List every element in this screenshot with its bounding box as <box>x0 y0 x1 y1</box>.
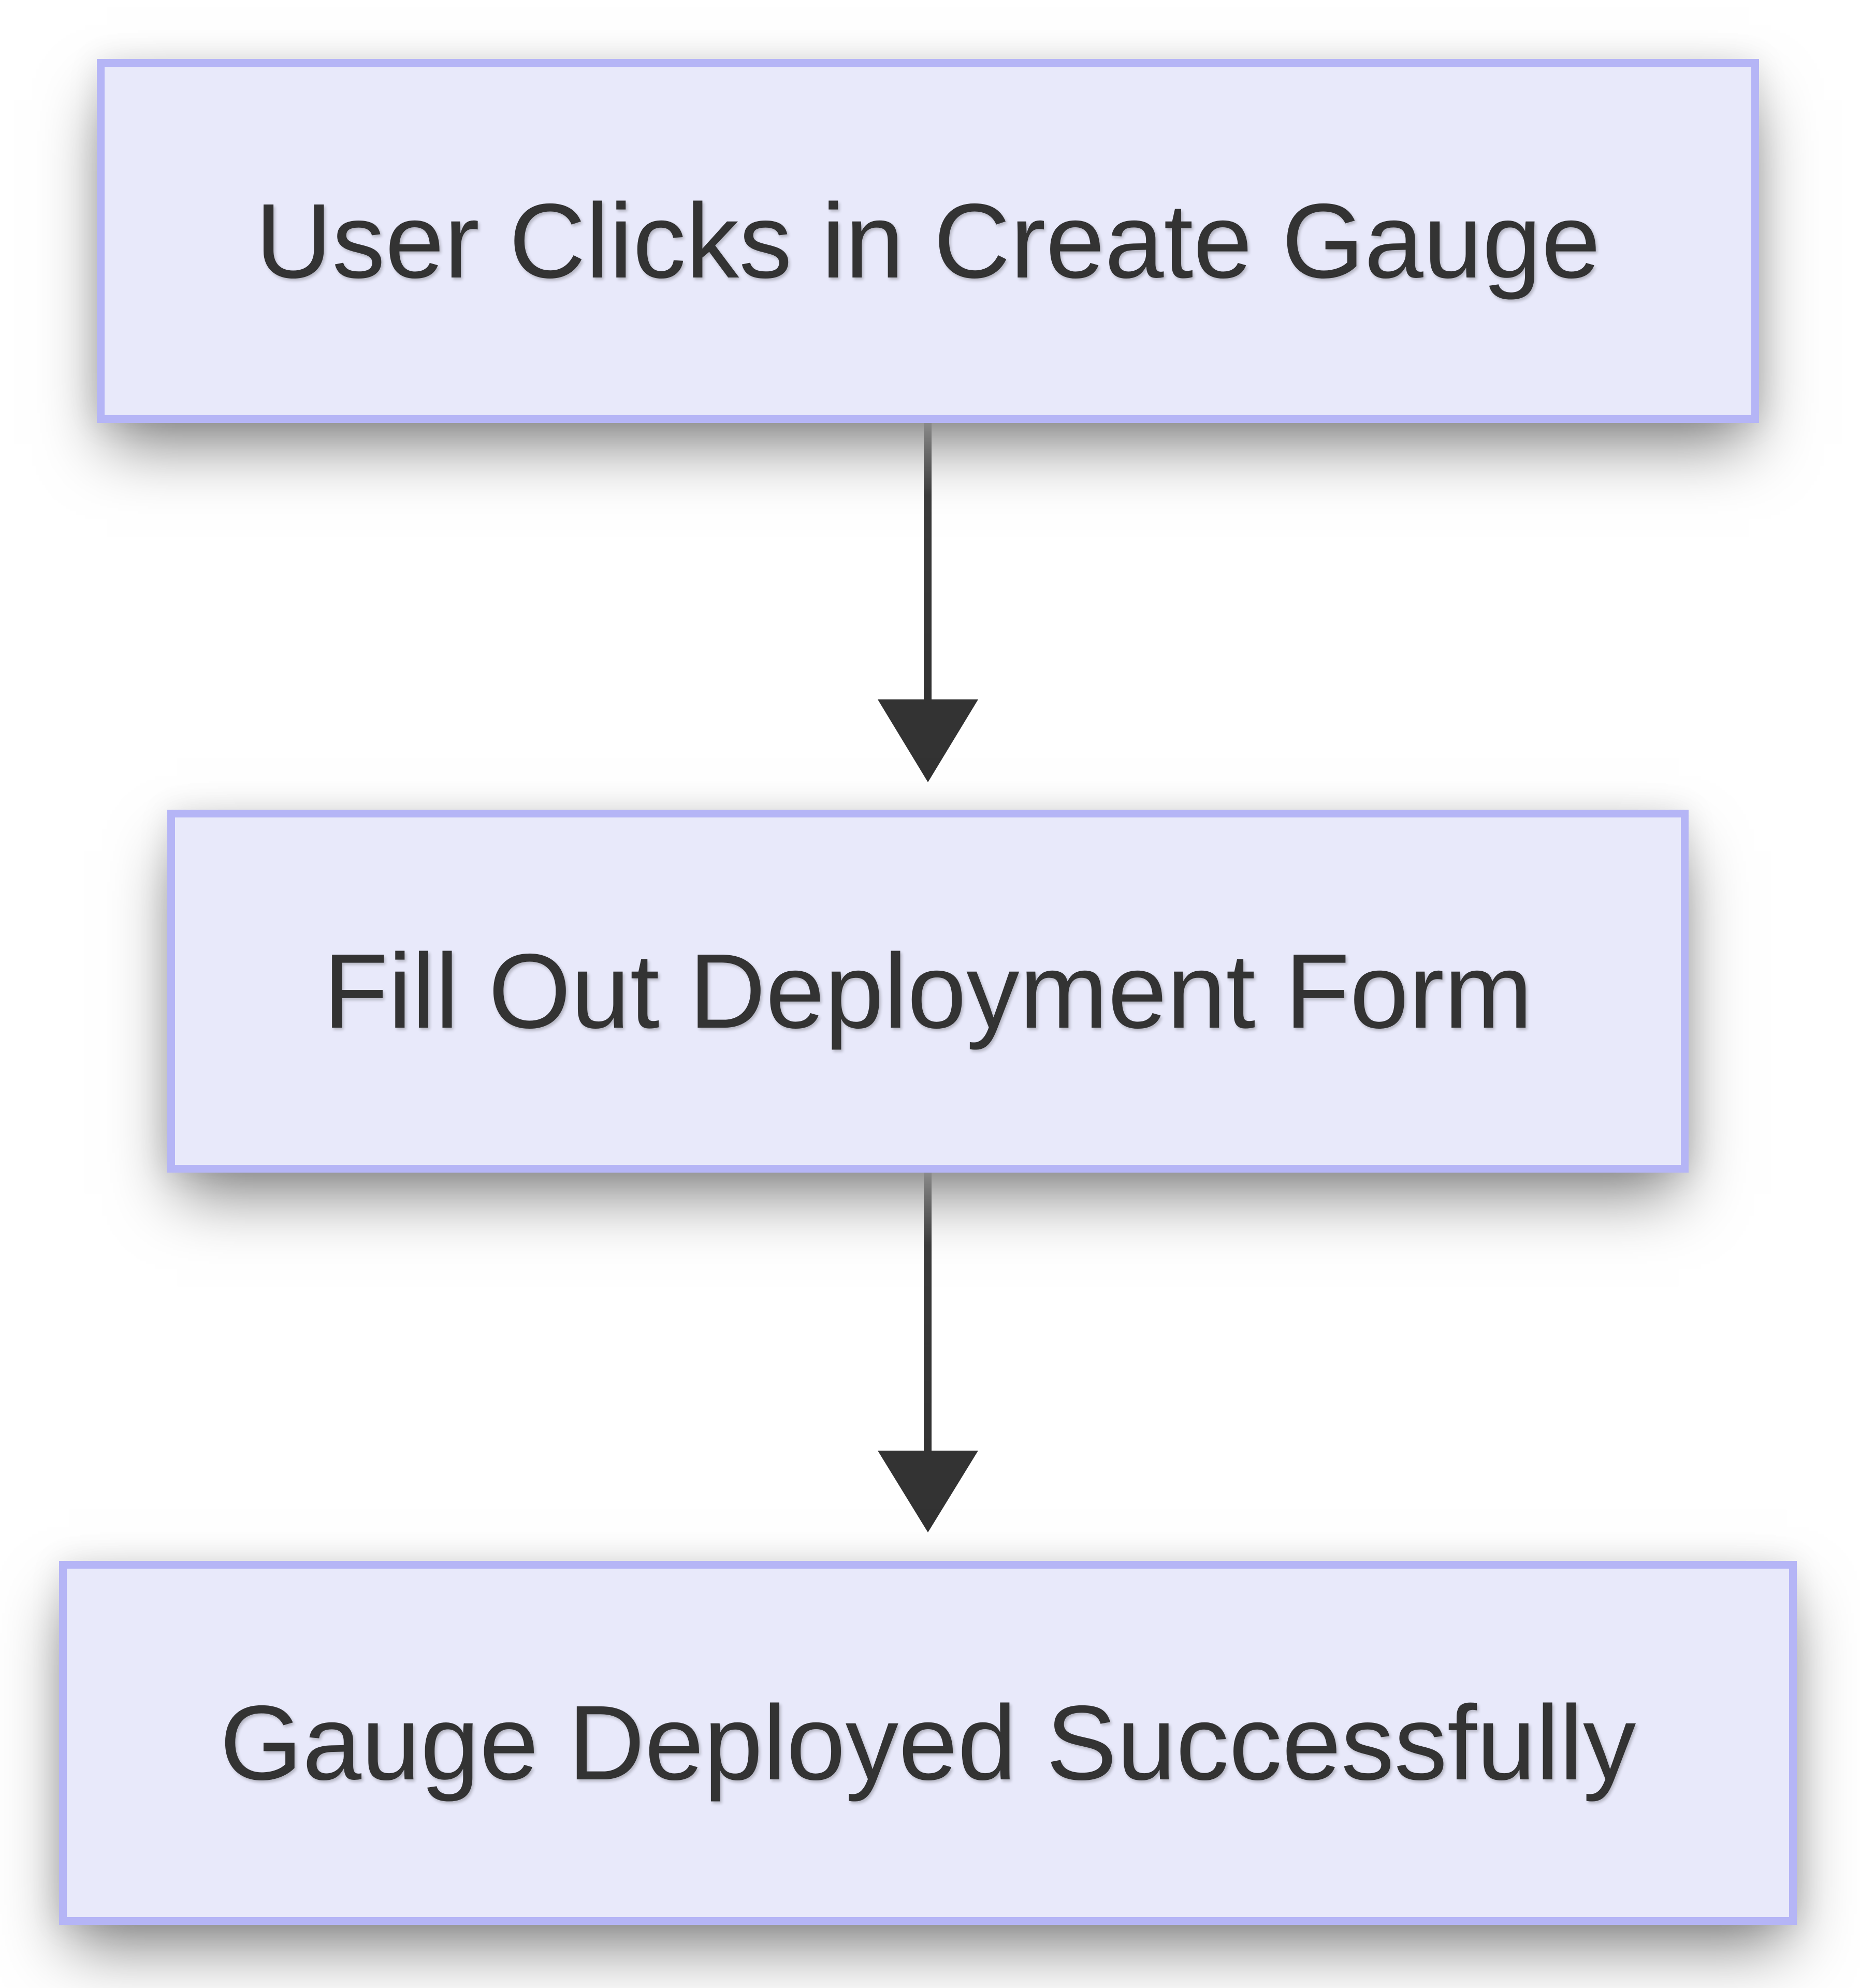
flow-node-gauge-deployed-successfully: Gauge Deployed Successfully <box>59 1561 1797 1925</box>
flow-node-label: Fill Out Deployment Form <box>323 931 1533 1050</box>
edge-line-1 <box>924 423 932 699</box>
edge-line-2 <box>924 1173 932 1451</box>
flow-node-label: User Clicks in Create Gauge <box>255 181 1601 300</box>
flow-node-fill-out-deployment-form: Fill Out Deployment Form <box>167 810 1689 1173</box>
flow-node-user-clicks-create-gauge: User Clicks in Create Gauge <box>97 59 1759 423</box>
arrowhead-down-icon <box>878 1451 978 1532</box>
arrowhead-down-icon <box>878 699 978 782</box>
flow-node-label: Gauge Deployed Successfully <box>220 1683 1636 1802</box>
